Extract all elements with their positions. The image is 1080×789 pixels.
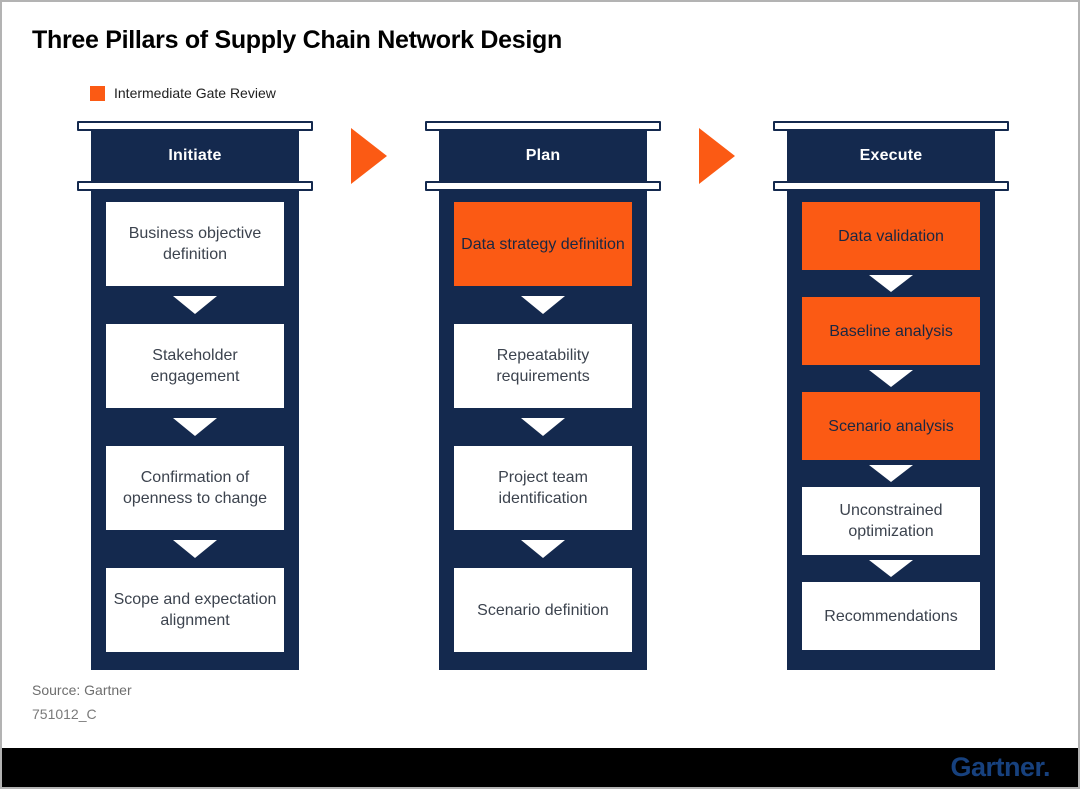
pillar-body: Business objective definition Stakeholde…: [91, 191, 299, 670]
pillar-cap-top: [77, 121, 313, 131]
pillar-cap-bottom: [773, 181, 1009, 191]
pillar-body: Data validation Baseline analysis Scenar…: [787, 191, 995, 670]
flow-arrow-icon: [699, 128, 735, 184]
gartner-logo: Gartner.: [950, 752, 1050, 782]
pillar-header: Plan: [439, 131, 647, 181]
step-box: Confirmation of openness to change: [106, 446, 284, 530]
brand-bar: Gartner.: [2, 748, 1078, 787]
step-label: Baseline analysis: [829, 322, 953, 340]
step-box: Data validation: [802, 202, 980, 270]
pillar-initiate: Initiate Business objective definition S…: [77, 121, 313, 670]
down-arrow-icon: [869, 370, 913, 387]
flow-arrow-icon: [351, 128, 387, 184]
step-label: Scenario definition: [477, 601, 609, 619]
source-text: Source: Gartner: [32, 682, 132, 698]
step-box: Scope and expectation alignment: [106, 568, 284, 652]
pillar-execute: Execute Data validation Baseline analysi…: [773, 121, 1009, 670]
pillar-cap-top: [425, 121, 661, 131]
pillar-header-label: Initiate: [168, 147, 222, 164]
down-arrow-icon: [173, 296, 217, 314]
pillar-header-label: Execute: [859, 147, 923, 164]
step-label: Unconstrained optimization: [839, 502, 943, 540]
down-arrow-icon: [869, 560, 913, 577]
step-box: Unconstrained optimization: [802, 487, 980, 555]
step-box: Stakeholder engagement: [106, 324, 284, 408]
down-arrow-icon: [521, 418, 565, 436]
step-label: Confirmation of openness to change: [122, 469, 268, 507]
pillar-cap-top: [773, 121, 1009, 131]
step-label: Data strategy definition: [461, 235, 625, 253]
pillar-header-label: Plan: [525, 147, 561, 164]
down-arrow-icon: [869, 275, 913, 292]
step-box: Scenario analysis: [802, 392, 980, 460]
step-label: Scenario analysis: [828, 417, 954, 435]
pillar-cap-bottom: [425, 181, 661, 191]
down-arrow-icon: [521, 540, 565, 558]
pillar-header: Initiate: [91, 131, 299, 181]
figure-code-text: 751012_C: [32, 706, 97, 722]
step-label: Stakeholder engagement: [150, 347, 240, 385]
down-arrow-icon: [521, 296, 565, 314]
pillar-header: Execute: [787, 131, 995, 181]
page-title: Three Pillars of Supply Chain Network De…: [32, 26, 562, 54]
step-label: Scope and expectation alignment: [113, 591, 277, 629]
legend-label: Intermediate Gate Review: [114, 85, 276, 101]
step-box: Business objective definition: [106, 202, 284, 286]
pillar-plan: Plan Data strategy definition Repeatabil…: [425, 121, 661, 670]
legend: Intermediate Gate Review: [90, 85, 276, 101]
step-label: Project team identification: [498, 469, 588, 507]
down-arrow-icon: [869, 465, 913, 482]
step-label: Recommendations: [824, 607, 958, 625]
step-label: Business objective definition: [128, 225, 262, 263]
pillar-cap-bottom: [77, 181, 313, 191]
step-box: Scenario definition: [454, 568, 632, 652]
step-box: Data strategy definition: [454, 202, 632, 286]
down-arrow-icon: [173, 540, 217, 558]
step-box: Project team identification: [454, 446, 632, 530]
step-box: Baseline analysis: [802, 297, 980, 365]
step-box: Repeatability requirements: [454, 324, 632, 408]
legend-swatch-icon: [90, 85, 105, 101]
step-label: Data validation: [838, 227, 944, 245]
step-box: Recommendations: [802, 582, 980, 650]
pillar-body: Data strategy definition Repeatability r…: [439, 191, 647, 670]
step-label: Repeatability requirements: [496, 347, 590, 385]
down-arrow-icon: [173, 418, 217, 436]
